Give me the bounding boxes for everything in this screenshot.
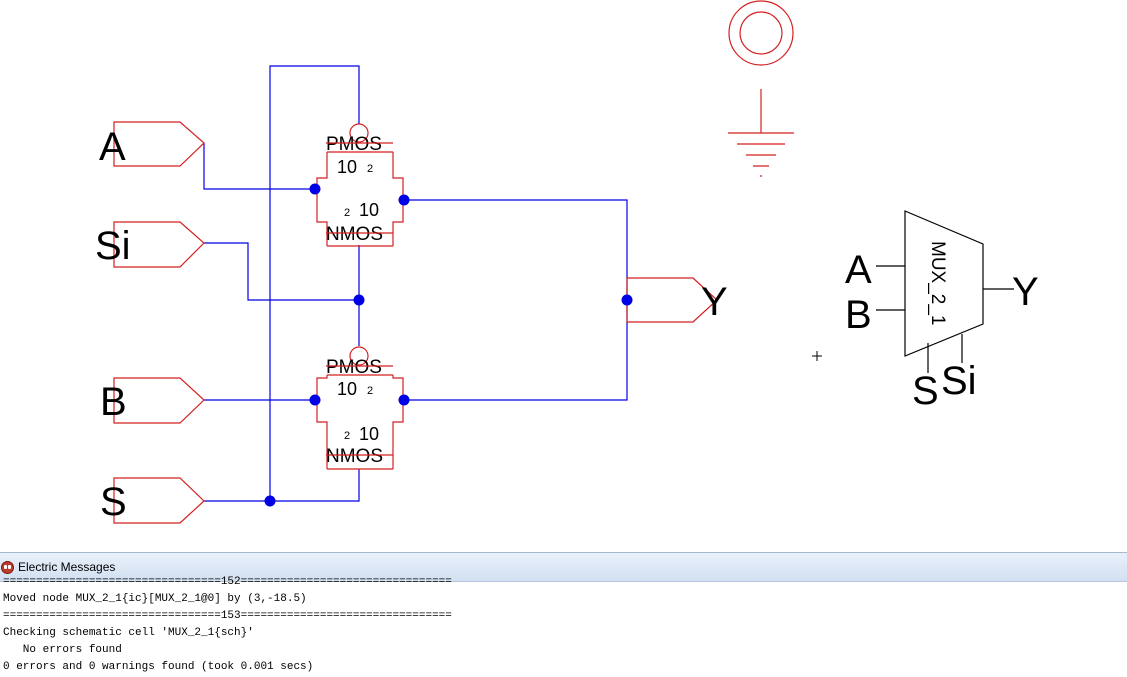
lower-nmos-width: 10: [359, 424, 379, 444]
port-b-label: B: [100, 380, 127, 424]
junction-dot: [309, 183, 321, 195]
port-si[interactable]: Si: [95, 221, 205, 268]
log-line: Checking schematic cell 'MUX_2_1{sch}': [3, 627, 254, 639]
mux-pin-b: B: [845, 293, 872, 337]
upper-nmos-name: NMOS: [326, 224, 383, 245]
upper-pmos-width: 10: [337, 157, 357, 177]
port-a[interactable]: A: [99, 121, 205, 169]
lower-pmos-bubble: [349, 346, 369, 366]
upper-pmos-length: 2: [367, 163, 373, 175]
upper-pmos-name: PMOS: [326, 134, 382, 155]
upper-transmission-gate[interactable]: PMOS 10 2 2 10 NMOS: [316, 123, 404, 247]
lower-pmos-width: 10: [337, 379, 357, 399]
lower-nmos-length: 2: [344, 430, 350, 442]
mux-pin-y: Y: [1012, 270, 1039, 314]
log-line: =================================152====…: [3, 576, 452, 588]
port-si-label: Si: [95, 224, 131, 268]
port-a-label: A: [99, 125, 126, 169]
mux-pin-a: A: [845, 248, 872, 292]
port-s[interactable]: S: [100, 477, 205, 524]
electric-app-icon: [1, 560, 14, 574]
log-line: 0 errors and 0 warnings found (took 0.00…: [3, 661, 314, 673]
mux-icon[interactable]: MUX_2_1 A B Y S Si: [845, 210, 1039, 413]
junction-dot: [398, 394, 410, 406]
port-s-label: S: [100, 480, 127, 524]
lower-pmos-name: PMOS: [326, 357, 382, 378]
mux-pin-si: Si: [941, 359, 977, 403]
lower-transmission-gate[interactable]: PMOS 10 2 2 10 NMOS: [316, 346, 404, 470]
port-b[interactable]: B: [100, 377, 205, 424]
junction-dot: [398, 194, 410, 206]
mux-pin-s: S: [912, 369, 939, 413]
messages-log[interactable]: =================================152====…: [0, 574, 1127, 676]
lower-pmos-length: 2: [367, 385, 373, 397]
messages-title: Electric Messages: [18, 560, 116, 574]
junction-dot: [309, 394, 321, 406]
upper-pmos-bubble: [349, 123, 369, 143]
port-y-label: Y: [701, 280, 728, 324]
mux-icon-name: MUX_2_1: [927, 241, 948, 326]
port-y[interactable]: Y: [626, 277, 728, 324]
junction-dot: [264, 495, 276, 507]
junction-dot: [621, 294, 633, 306]
messages-titlebar[interactable]: Electric Messages: [0, 553, 1127, 582]
wires: [203, 65, 628, 502]
schematic-drawing[interactable]: A Si B S Y PMOS 10 2 2 10 NMOS: [0, 0, 1127, 552]
log-line: =================================153====…: [3, 610, 452, 622]
crosshair-cursor: [812, 351, 822, 361]
lower-nmos-name: NMOS: [326, 446, 383, 467]
upper-nmos-length: 2: [344, 207, 350, 219]
power-symbol[interactable]: [728, 0, 794, 66]
junction-dots: [264, 183, 633, 507]
log-line: No errors found: [3, 644, 122, 656]
log-line: Moved node MUX_2_1{ic}[MUX_2_1@0] by (3,…: [3, 593, 307, 605]
junction-dot: [353, 294, 365, 306]
ground-symbol[interactable]: [728, 89, 794, 177]
messages-window[interactable]: Electric Messages ======================…: [0, 552, 1127, 677]
upper-nmos-width: 10: [359, 200, 379, 220]
schematic-canvas[interactable]: A Si B S Y PMOS 10 2 2 10 NMOS: [0, 0, 1127, 552]
